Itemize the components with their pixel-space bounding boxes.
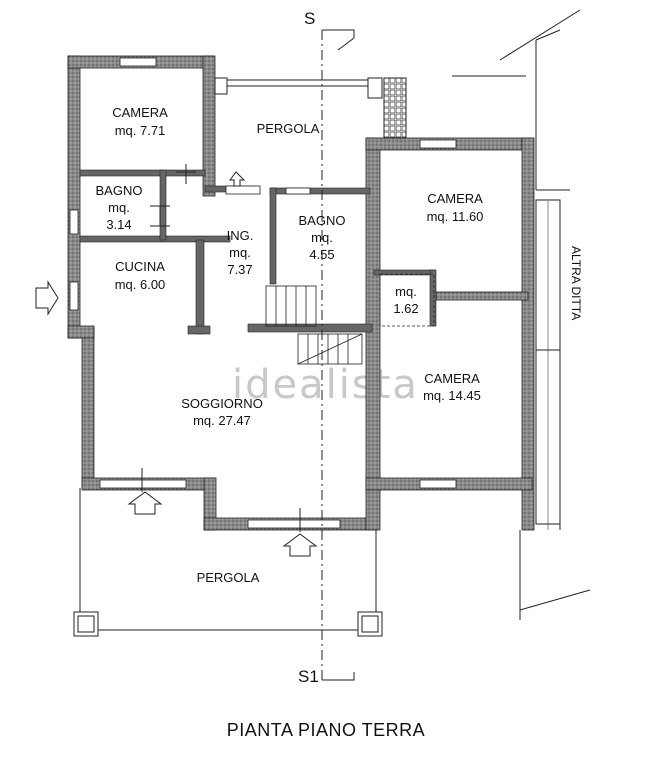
section-bottom-label: S1 bbox=[298, 667, 319, 686]
room-camera-1-name: CAMERA bbox=[112, 105, 168, 120]
room-soggiorno-area: mq. 27.47 bbox=[193, 413, 251, 428]
entrance-arrows bbox=[35, 171, 318, 557]
room-soggiorno-name: SOGGIORNO bbox=[181, 396, 263, 411]
room-bagno-2-name: BAGNO bbox=[299, 213, 346, 228]
room-cucina-area: mq. 6.00 bbox=[115, 277, 166, 292]
entrance-arrow-left-icon bbox=[35, 280, 59, 316]
room-bagno-2-area-unit: mq. bbox=[311, 230, 333, 245]
room-ingresso-area-unit: mq. bbox=[229, 245, 251, 260]
entrance-arrow-top-icon bbox=[229, 171, 246, 187]
plan-caption: PIANTA PIANO TERRA bbox=[226, 720, 426, 740]
door-marks bbox=[141, 164, 301, 532]
stairs bbox=[265, 285, 363, 365]
watermark: idealista bbox=[232, 362, 419, 408]
room-bagno-1-area: 3.14 bbox=[106, 217, 131, 232]
room-ingresso-name: ING. bbox=[227, 228, 254, 243]
room-camera-2-area: mq. 11.60 bbox=[427, 209, 484, 224]
room-camera-2-name: CAMERA bbox=[427, 191, 483, 206]
room-ingresso-area: 7.37 bbox=[227, 262, 252, 277]
windows bbox=[69, 57, 457, 529]
entrance-arrow-bottom-left-icon bbox=[127, 491, 163, 515]
pergola-bottom-frame bbox=[73, 488, 383, 637]
entrance-arrow-bottom-right-icon bbox=[282, 533, 318, 557]
room-pergola-top-name: PERGOLA bbox=[257, 121, 320, 136]
room-camera-1-area: mq. 7.71 bbox=[115, 123, 166, 138]
neighbor-label: ALTRA DITTA bbox=[569, 246, 583, 320]
room-bagno-1-area-unit: mq. bbox=[108, 200, 130, 215]
room-storage-area: 1.62 bbox=[393, 301, 418, 316]
room-cucina-name: CUCINA bbox=[115, 259, 165, 274]
room-camera-3-name: CAMERA bbox=[424, 371, 480, 386]
neighbor-property bbox=[452, 9, 591, 620]
section-top-label: S bbox=[304, 9, 315, 28]
room-bagno-2-area: 4.55 bbox=[309, 247, 334, 262]
storage-outline bbox=[379, 273, 435, 327]
room-storage-area-unit: mq. bbox=[395, 284, 417, 299]
room-pergola-bottom-name: PERGOLA bbox=[197, 570, 260, 585]
room-bagno-1-name: BAGNO bbox=[96, 183, 143, 198]
section-line bbox=[321, 29, 355, 681]
room-camera-3-area: mq. 14.45 bbox=[423, 388, 481, 403]
pergola-top-frame bbox=[214, 77, 407, 139]
